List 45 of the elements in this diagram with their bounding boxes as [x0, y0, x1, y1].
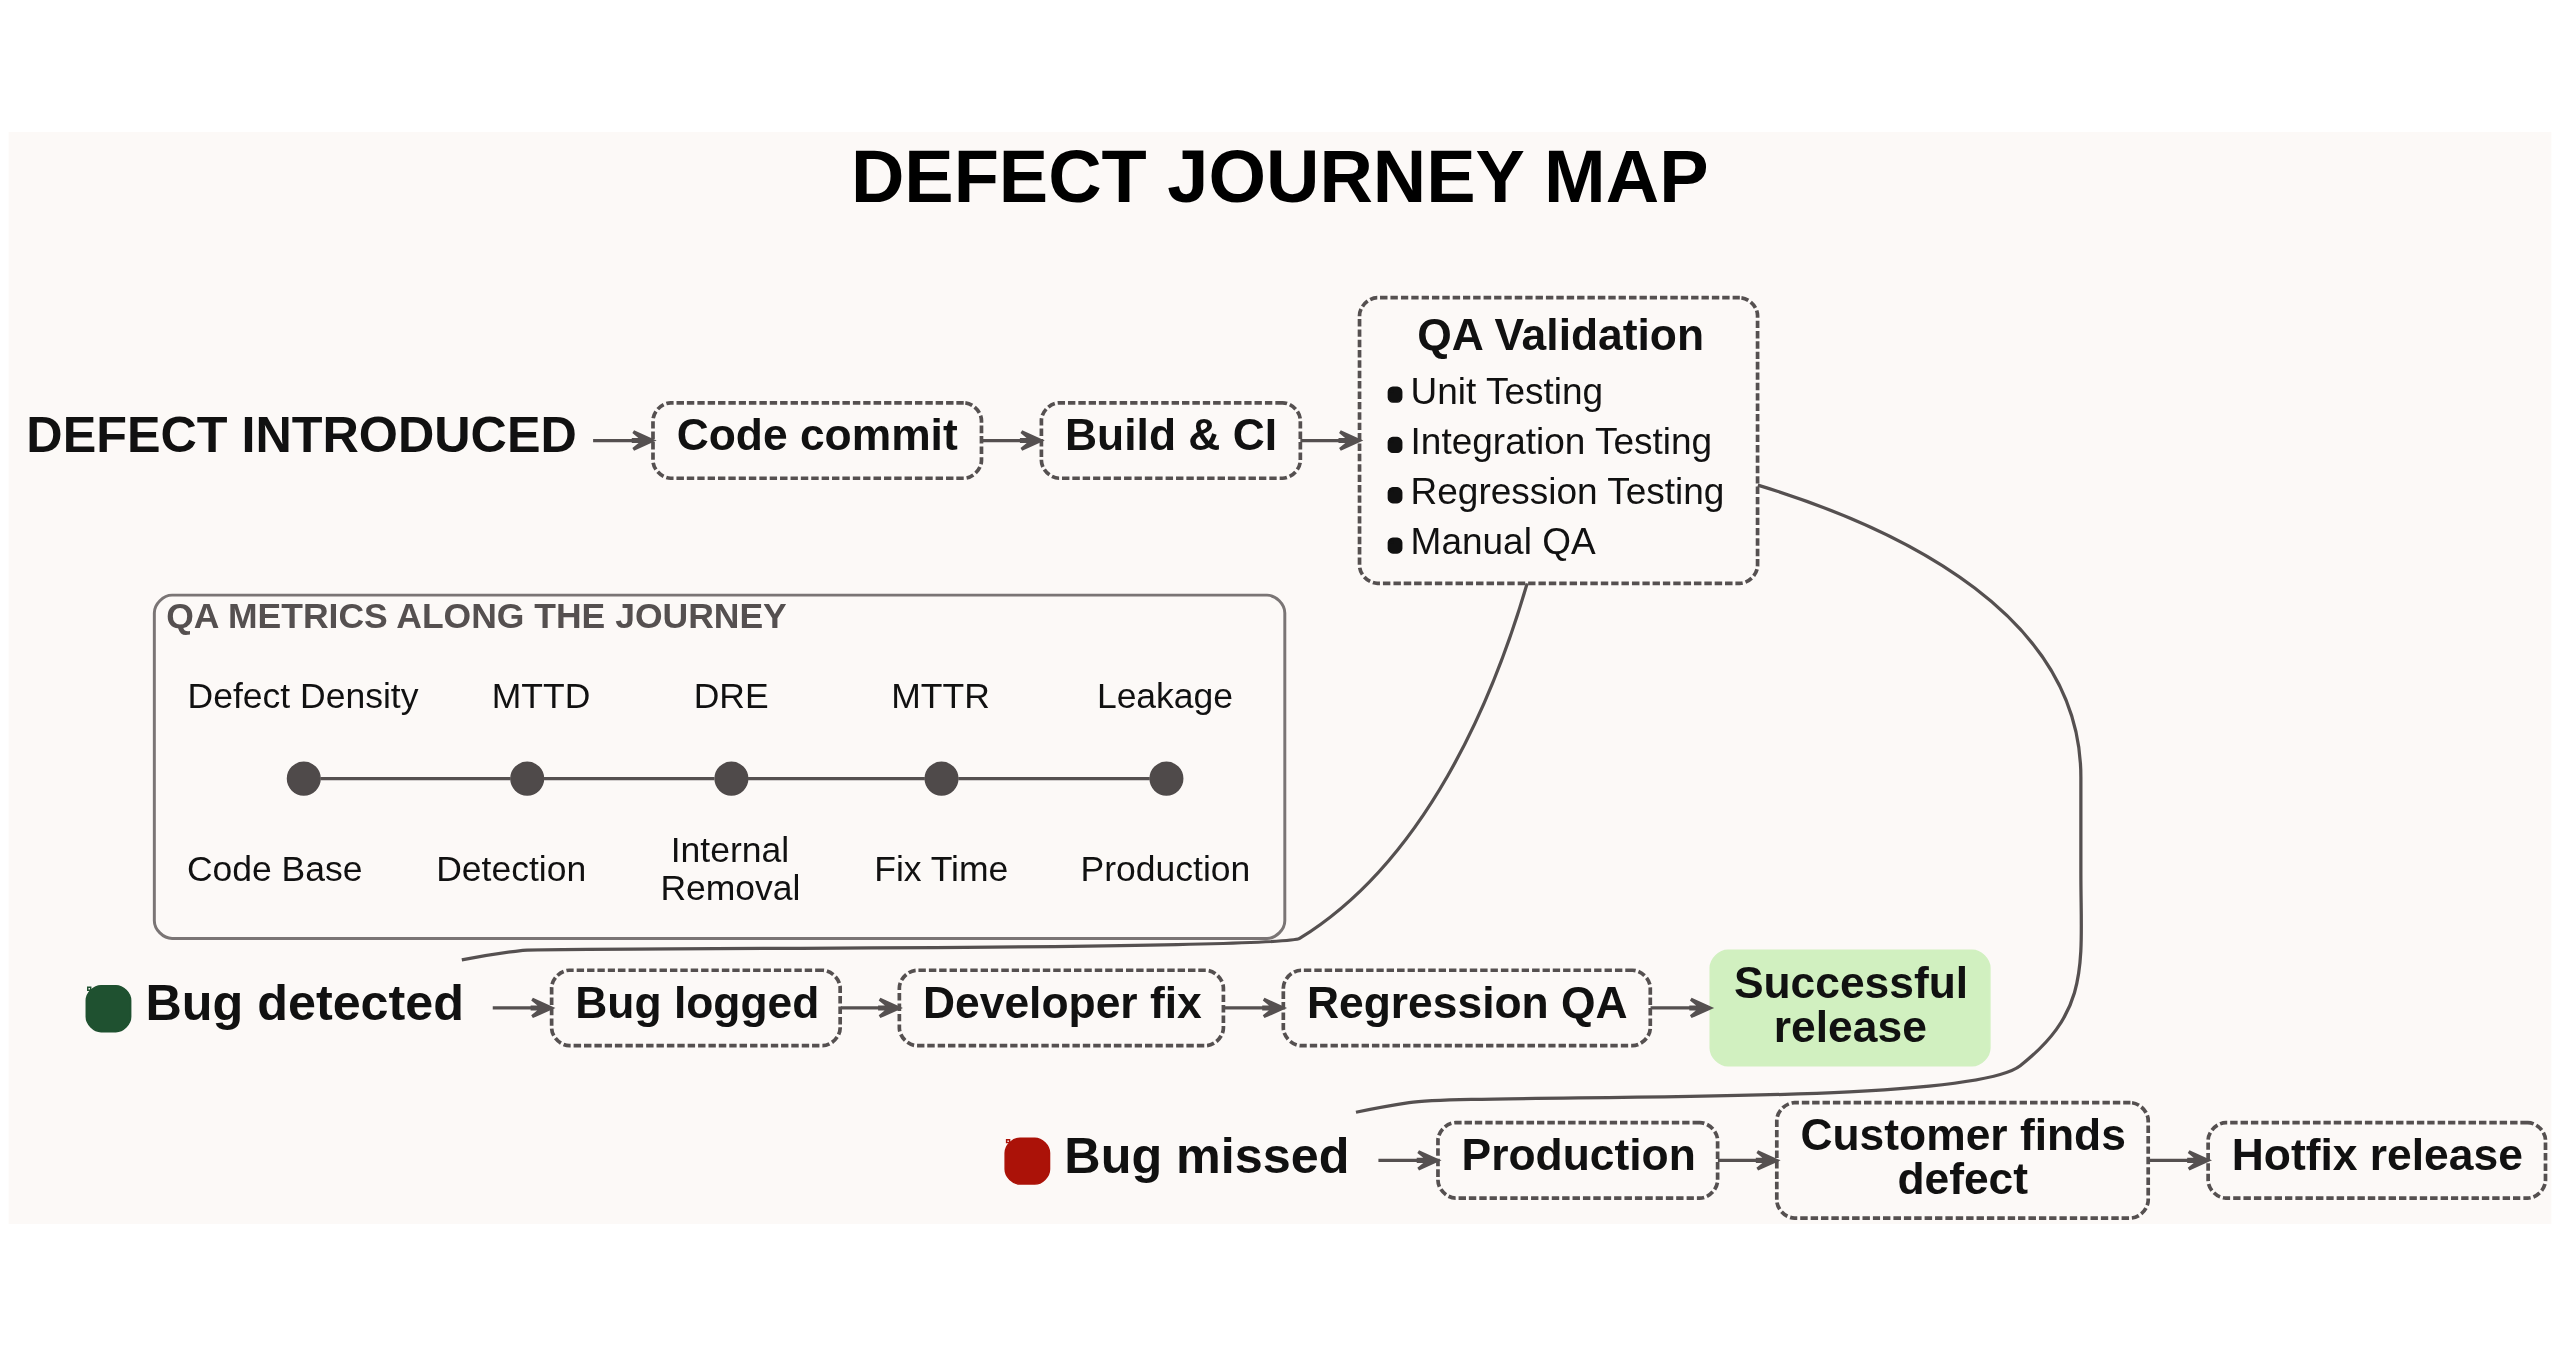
node-label: Leakage [1096, 675, 1234, 716]
node-label: MTTD [491, 675, 591, 716]
node-label: Defect Density [187, 675, 419, 716]
node-label: Production [1080, 849, 1251, 890]
arrow [1650, 997, 1712, 1019]
arrow [492, 997, 554, 1019]
node-circle [510, 761, 545, 796]
node-box: Production [1436, 1120, 1720, 1200]
connector [747, 777, 925, 781]
connector [958, 777, 1150, 781]
node-box: Regression QA [1281, 968, 1653, 1048]
node-box: Hotfix release [2206, 1120, 2548, 1200]
node-box: QA Validation Unit Testing Integration Testing Regression Testing Manual QA [1357, 295, 1760, 586]
node-label: Detection [436, 849, 587, 890]
connector [320, 777, 511, 781]
node-label: Internal Removal [660, 829, 801, 909]
node-circle [286, 761, 321, 796]
node-label: Fix Time [874, 849, 1009, 890]
node-box: Developer fix [897, 968, 1226, 1048]
node-label: DRE [693, 675, 769, 716]
arrow [981, 430, 1043, 451]
node-circle [924, 761, 959, 796]
connector [1355, 483, 2083, 1114]
node-circle [714, 761, 749, 796]
node-circle [1149, 761, 1184, 796]
node-box: Successful release [1709, 949, 1991, 1067]
node-box: Customer finds defect [1774, 1100, 2151, 1220]
diagram-title: DEFECT JOURNEY MAP [850, 134, 1709, 218]
node-box: Code commit [651, 400, 984, 481]
node-box: Bug logged [549, 968, 842, 1048]
node-label: Bug detected [145, 974, 465, 1032]
arrow [1300, 430, 1361, 451]
arrow [1717, 1150, 1779, 1171]
node-label: Bug missed [1064, 1126, 1350, 1184]
arrow [1378, 1150, 1440, 1171]
node-label: Code Base [186, 849, 363, 890]
node-label: MTTR [891, 675, 990, 716]
arrow [1223, 997, 1285, 1019]
arrow [840, 997, 901, 1019]
arrow [593, 430, 655, 451]
node-text: DEFECT INTRODUCED [26, 405, 577, 463]
connector [543, 777, 715, 781]
arrow [2148, 1150, 2210, 1171]
node-box: Build & CI [1039, 400, 1303, 481]
connector [461, 582, 1529, 962]
